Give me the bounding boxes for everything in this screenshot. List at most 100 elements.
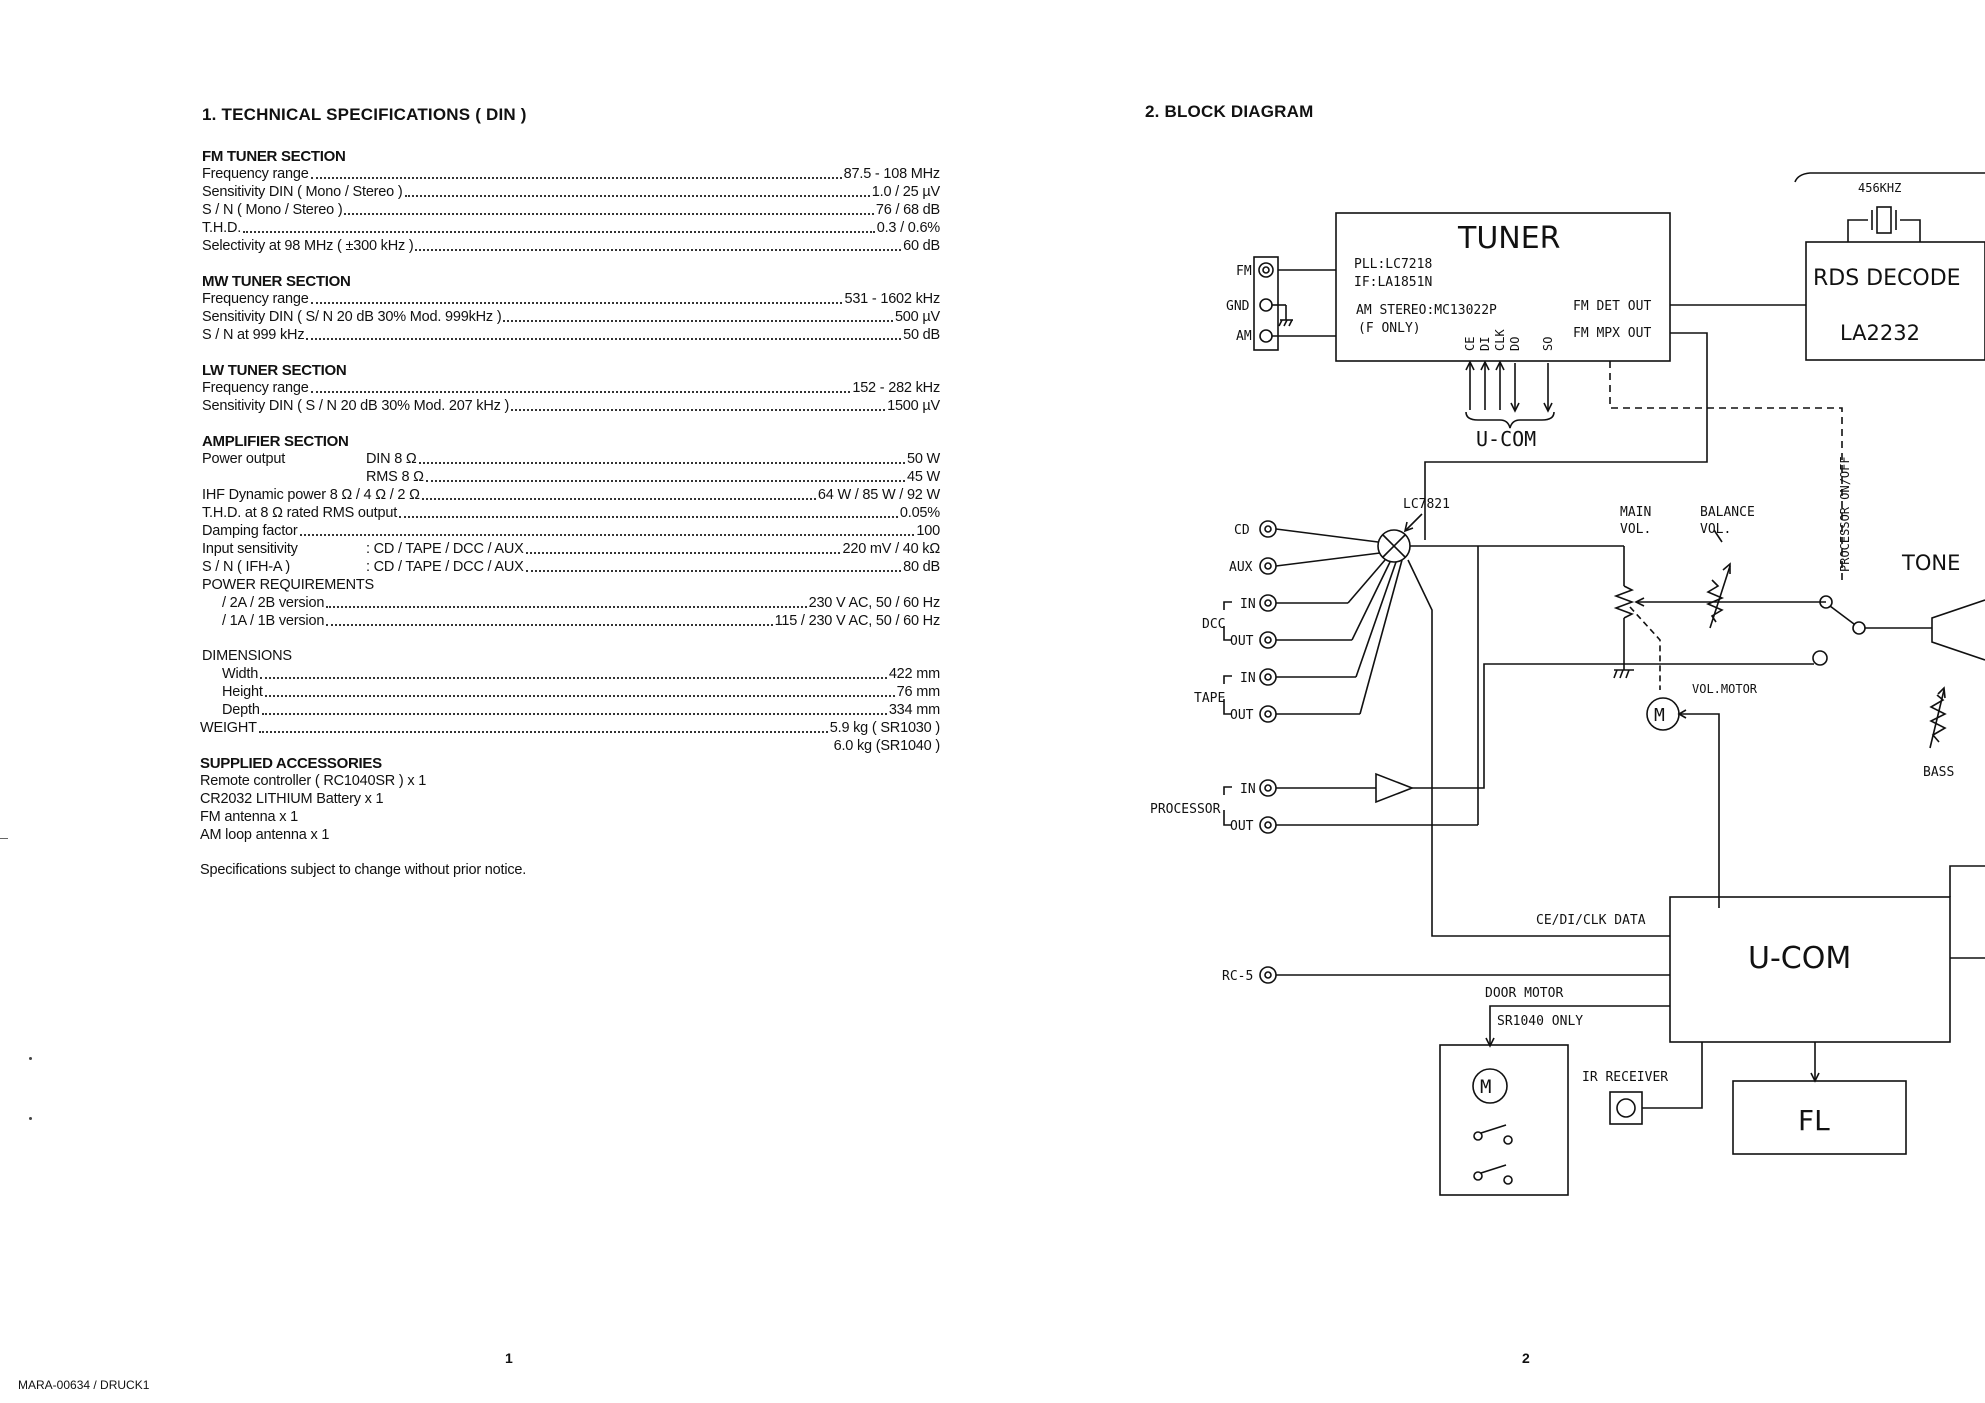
sr1040-only-label: SR1040 ONLY [1497,1014,1583,1029]
fl-display-block [1732,1080,1907,1155]
spec-value: 531 - 1602 kHz [844,291,940,307]
tuner-am-stereo-label: AM STEREO:MC13022P [1356,303,1497,318]
spec-value: 76 / 68 dB [875,202,940,218]
spec-row: RMS 8 Ω 45 W [202,469,940,486]
spec-value: 76 mm [896,684,941,700]
door-motor-module [1439,1044,1569,1196]
spec-row: S / N ( Mono / Stereo )76 / 68 dB [202,202,940,219]
dcc-label: DCC [1202,617,1225,632]
weight-value-sr1040: 6.0 kg (SR1040 ) [833,738,941,754]
tone-label: TONE [1901,551,1960,575]
bass-label: BASS [1923,765,1954,780]
scan-dot [29,1057,32,1060]
pin-label-di: DI [1478,337,1492,351]
spec-label: Input sensitivity [202,541,298,557]
rc5-label: RC-5 [1222,969,1253,984]
rc5-jack [1259,966,1277,984]
ir-receiver-block [1609,1091,1643,1125]
fm-mpx-out-label: FM MPX OUT [1573,326,1651,341]
ucom-bus-label: U-COM [1476,427,1536,451]
spec-value: 152 - 282 kHz [852,380,940,396]
door-motor-symbol [1472,1068,1508,1104]
tape-out-label: OUT [1230,708,1254,723]
pin-label-do: DO [1508,337,1522,351]
power-requirements-label: POWER REQUIREMENTS [202,577,375,593]
amplifier-section-heading: AMPLIFIER SECTION [202,433,349,450]
spec-sublabel: : CD / TAPE / DCC / AUX [366,559,524,575]
tuner-title: TUNER [1457,221,1561,256]
tape-label: TAPE [1194,691,1225,706]
am-jack-label: AM [1236,329,1252,344]
cd-label: CD [1234,523,1250,538]
spec-label: Selectivity at 98 MHz ( ±300 kHz ) [202,238,414,254]
spec-row: Input sensitivity : CD / TAPE / DCC / AU… [202,541,940,558]
processor-onoff-label: PROCESSOR ON/OFF [1838,456,1852,572]
spec-value: 45 W [906,469,940,485]
pin-label-clk: CLK [1493,329,1507,351]
accessory-item: CR2032 LITHIUM Battery x 1 [200,791,384,807]
processor-out-label: OUT [1230,819,1254,834]
crystal-456khz-label: 456KHZ [1858,181,1901,195]
accessory-item: FM antenna x 1 [200,809,298,825]
gnd-jack-label: GND [1226,299,1250,314]
tape-out-jack [1259,705,1277,723]
dcc-in-jack [1259,594,1277,612]
spec-label: Frequency range [202,380,309,396]
spec-label: Damping factor [202,523,298,539]
spec-value: 500 µV [894,309,940,325]
spec-value: 80 dB [903,559,940,575]
spec-row: Sensitivity DIN ( S/ N 20 dB 30% Mod. 99… [202,309,940,326]
aux-label: AUX [1229,560,1253,575]
spec-label: Sensitivity DIN ( Mono / Stereo ) [202,184,403,200]
tone-amp [1931,599,1985,661]
spec-value: 50 W [906,451,940,467]
rds-chip-label: LA2232 [1840,321,1920,345]
tuner-pll-label: PLL:LC7218 [1354,257,1432,272]
spec-label: IHF Dynamic power 8 Ω / 4 Ω / 2 Ω [202,487,420,503]
accessories-heading: SUPPLIED ACCESSORIES [200,755,382,772]
tape-in-jack [1259,668,1277,686]
spec-row: Sensitivity DIN ( S / N 20 dB 30% Mod. 2… [202,398,940,415]
scan-dot [29,1117,32,1120]
tuner-block [1335,212,1671,362]
fm-jack-label: FM [1236,264,1252,279]
spec-value: 87.5 - 108 MHz [843,166,941,182]
ce-di-clk-label: CE/DI/CLK DATA [1536,913,1646,928]
spec-row: Frequency range 152 - 282 kHz [202,380,940,397]
spec-value: 334 mm [888,702,940,718]
balance-vol-label-line2: VOL. [1700,522,1731,537]
door-motor-m: M [1480,1076,1491,1098]
spec-value: 230 V AC, 50 / 60 Hz [808,595,941,611]
page-title-block-diagram: 2. BLOCK DIAGRAM [1145,102,1314,121]
accessory-item: AM loop antenna x 1 [200,827,330,843]
spec-row: Selectivity at 98 MHz ( ±300 kHz )60 dB [202,238,940,255]
fm-section-heading: FM TUNER SECTION [202,148,346,165]
processor-buffer-amp [1375,772,1415,804]
page-number-2: 2 [1522,1350,1530,1366]
dcc-out-label: OUT [1230,634,1254,649]
spec-value: 5.9 kg ( SR1030 ) [829,720,940,736]
page-title-specifications: 1. TECHNICAL SPECIFICATIONS ( DIN ) [202,105,527,124]
main-vol-label: MAIN [1620,505,1651,520]
vol-motor-m: M [1654,705,1665,726]
spec-label: / 1A / 1B version [222,613,325,629]
spec-sublabel: RMS 8 Ω [366,469,424,485]
dcc-out-jack [1259,631,1277,649]
tape-in-label: IN [1240,671,1256,686]
document-id: MARA-00634 / DRUCK1 [18,1378,150,1392]
rds-decode-block [1805,241,1985,361]
spec-label: Width [222,666,259,682]
spec-row: WEIGHT 5.9 kg ( SR1030 ) [200,720,940,737]
spec-value: 1.0 / 25 µV [871,184,940,200]
spec-label: WEIGHT [200,720,257,736]
spec-value: 0.3 / 0.6% [876,220,940,236]
ucom-title: U-COM [1748,941,1851,976]
